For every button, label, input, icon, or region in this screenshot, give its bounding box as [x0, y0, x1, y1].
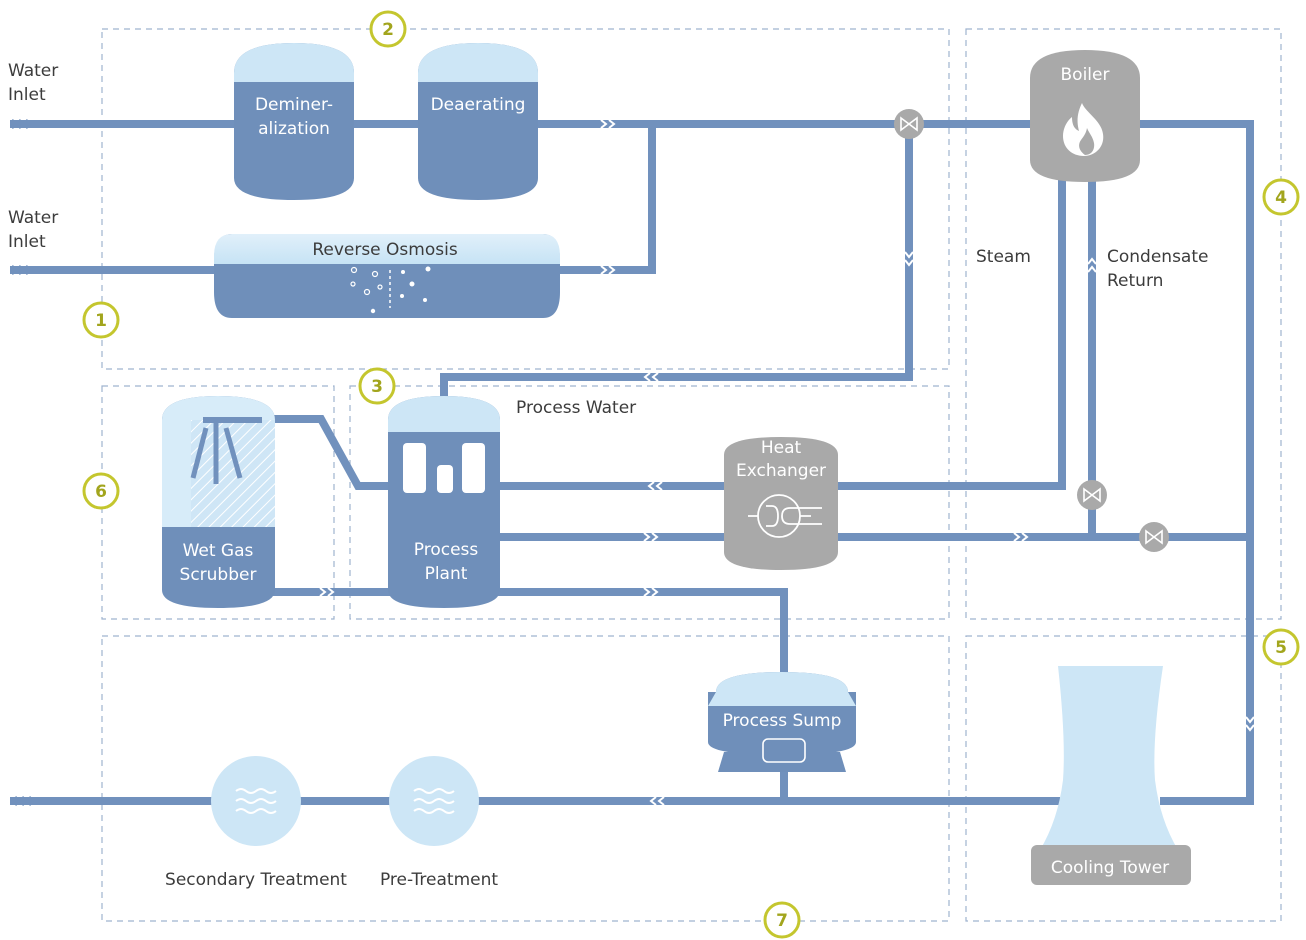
svg-text:7: 7 — [776, 911, 788, 931]
arrow-cooling-down — [1245, 716, 1255, 732]
arrow-condensate-up — [1087, 257, 1097, 273]
arrow-return-right — [1013, 532, 1029, 542]
process-sump-label: Process Sump — [723, 711, 842, 731]
boiler: Boiler — [1030, 50, 1140, 182]
secondary-treatment: Secondary Treatment — [165, 756, 347, 890]
water-inlet-2-line2: Inlet — [8, 232, 46, 252]
deaerating-label: Deaerating — [431, 95, 526, 115]
arrow-inlet-1 — [11, 119, 34, 129]
process-water-label: Process Water — [516, 398, 636, 418]
zone-boundary-2 — [101, 28, 950, 370]
reverse-osmosis-unit: Reverse Osmosis — [214, 234, 560, 318]
cooling-tower: Cooling Tower — [1031, 666, 1191, 885]
spray-nozzle-icon — [190, 417, 262, 484]
wet-gas-scrubber: Wet Gas Scrubber — [162, 396, 275, 608]
zone-marker-1: 1 — [82, 301, 120, 339]
sump-pump-icon — [762, 738, 806, 763]
zone-marker-4: 4 — [1262, 178, 1300, 216]
reverse-osmosis-label: Reverse Osmosis — [312, 240, 458, 260]
arrow-scrubber-right — [319, 587, 335, 597]
water-waves-icon — [413, 788, 455, 814]
heat-exchanger-coil-icon — [748, 494, 822, 538]
cooling-tower-label: Cooling Tower — [1051, 858, 1169, 878]
heat-exchanger-label-line1: Heat — [761, 438, 802, 458]
valve-icon — [1139, 522, 1169, 552]
flow-arrows — [9, 119, 1255, 806]
arrow-down-process-water — [904, 251, 914, 267]
process-sump: Process Sump — [708, 672, 856, 772]
zone-boundaries — [101, 28, 1282, 922]
zone-boundary-4 — [965, 28, 1282, 620]
valve-icon — [1077, 480, 1107, 510]
pipes — [10, 120, 1254, 805]
svg-text:4: 4 — [1275, 188, 1287, 208]
zone-marker-7: 7 — [763, 901, 801, 939]
process-plant: Process Plant — [388, 396, 500, 608]
arrow-ro-out — [600, 265, 616, 275]
heat-exchanger: Heat Exchanger — [724, 437, 838, 570]
pre-treatment-label: Pre-Treatment — [380, 870, 498, 890]
wet-gas-label-line1: Wet Gas — [183, 541, 254, 561]
water-inlet-1-line1: Water — [8, 61, 58, 81]
demineralization-label-line1: Deminer- — [255, 95, 333, 115]
svg-text:3: 3 — [371, 377, 383, 397]
zone-boundary-3 — [349, 385, 950, 620]
water-inlet-2-line1: Water — [8, 208, 58, 228]
valve-icon — [894, 109, 924, 139]
wet-gas-label-line2: Scrubber — [180, 565, 257, 585]
pre-treatment: Pre-Treatment — [380, 756, 498, 890]
demineralization-tank: Deminer- alization — [234, 43, 354, 200]
svg-text:2: 2 — [382, 20, 394, 40]
arrow-inlet-2 — [11, 265, 34, 275]
zone-boundary-6 — [101, 385, 335, 620]
arrow-deaerator-out — [600, 119, 616, 129]
zone-marker-3: 3 — [358, 367, 396, 405]
zone-marker-6: 6 — [82, 472, 120, 510]
zone-boundary-5 — [965, 635, 1282, 922]
flame-icon — [1063, 103, 1104, 156]
condensate-label-line1: Condensate — [1107, 247, 1208, 267]
bubbles-icon — [350, 266, 431, 314]
process-plant-label-line1: Process — [414, 540, 479, 560]
secondary-treatment-label: Secondary Treatment — [165, 870, 347, 890]
svg-text:1: 1 — [95, 311, 107, 331]
zone-boundary-7 — [101, 635, 950, 922]
zone-marker-5: 5 — [1262, 628, 1300, 666]
zone-marker-2: 2 — [369, 10, 407, 48]
arrow-plant-right — [643, 532, 659, 542]
heat-exchanger-label-line2: Exchanger — [736, 461, 826, 481]
pipe-scrubber-feed — [260, 415, 390, 490]
boiler-label: Boiler — [1061, 65, 1110, 85]
condensate-label-line2: Return — [1107, 271, 1163, 291]
water-inlet-label-2: Water Inlet — [8, 208, 58, 252]
arrow-outlet — [9, 796, 32, 806]
pipe-steam — [838, 170, 1066, 490]
svg-text:6: 6 — [95, 482, 107, 502]
arrow-hx-left — [647, 481, 663, 491]
steam-label: Steam — [976, 247, 1031, 267]
svg-text:5: 5 — [1275, 638, 1287, 658]
process-plant-label-line2: Plant — [425, 564, 468, 584]
arrow-process-water-left — [643, 372, 659, 382]
zone-markers: 1 2 3 4 5 6 7 — [82, 10, 1300, 939]
arrow-outlet-left — [649, 796, 665, 806]
water-waves-icon — [235, 788, 277, 814]
deaerating-tank: Deaerating — [418, 43, 538, 200]
water-inlet-1-line2: Inlet — [8, 85, 46, 105]
arrow-plant-to-sump — [643, 587, 659, 597]
demineralization-label-line2: alization — [258, 119, 330, 139]
pipe-boiler-outlet — [1137, 120, 1254, 805]
water-inlet-label-1: Water Inlet — [8, 61, 58, 105]
